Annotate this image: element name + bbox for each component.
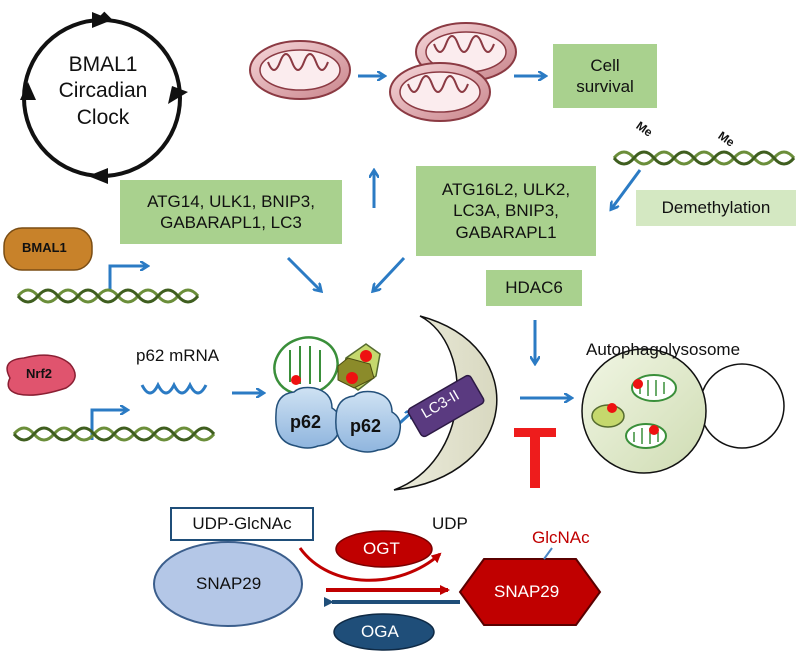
demethylation-box: Demethylation (636, 190, 796, 226)
mitochondria-pair (389, 22, 517, 122)
nrf2-protein-label: Nrf2 (26, 366, 53, 381)
cell-survival-line1: Cell (590, 55, 620, 75)
p62-right-shape (335, 390, 402, 453)
udp-glcnac-box: UDP-GlcNAc (170, 507, 314, 541)
clock-arrow-icon (20, 82, 36, 100)
snap29-right-label: SNAP29 (494, 582, 560, 601)
clock-arrow-icon (88, 168, 108, 184)
ogt-shape (335, 530, 433, 568)
autophagolysosome-label: Autophagolysosome (586, 340, 741, 359)
genes-right-box: ATG16L2, ULK2, LC3A, BNIP3, GABARAPL1 (416, 166, 596, 256)
dna-strand-methylated (612, 150, 796, 166)
snap29-left-label: SNAP29 (196, 574, 262, 593)
glcnac-label: GlcNAc (532, 528, 590, 547)
clock-arrow-icon (168, 86, 188, 104)
ubiquitin-icon (649, 425, 659, 435)
ubiquitin-icon (291, 375, 301, 385)
oga-label: OGA (361, 622, 399, 641)
dna-strand-nrf2 (12, 426, 216, 442)
dna-strand-bmal1 (16, 288, 200, 304)
autophagolysosome-shape (581, 348, 785, 474)
ubiquitin-icon (607, 403, 617, 413)
glcnac-cycle (153, 530, 602, 651)
clock-label: BMAL1 Circadian Clock (54, 52, 152, 131)
clock-arrow-icon (92, 11, 114, 28)
demethylation-label: Demethylation (661, 198, 771, 217)
arrow-icon (108, 266, 146, 290)
ogt-label: OGT (363, 539, 400, 558)
clock-label-line3: Clock (76, 105, 130, 129)
genes-right-line2: LC3A, BNIP3, (453, 201, 559, 221)
bmal1-protein-shape (3, 227, 93, 271)
ubiquitin-icon (360, 350, 372, 362)
arrow-icon (286, 256, 320, 290)
hdac6-label: HDAC6 (505, 278, 563, 297)
clock-label-line1: BMAL1 (68, 53, 138, 76)
arrows (90, 76, 642, 440)
genes-right-line3: GABARAPL1 (455, 222, 557, 242)
oga-shape (333, 613, 435, 651)
p62-left-label: p62 (290, 412, 322, 432)
ubiquitin-icon (633, 379, 643, 389)
genes-right-line1: ATG16L2, ULK2, (441, 180, 571, 200)
bmal1-protein-label: BMAL1 (22, 240, 67, 255)
genes-left-line2: GABARAPL1, LC3 (160, 213, 302, 232)
arrow-icon (612, 169, 642, 208)
nrf2-protein-shape (6, 354, 76, 396)
circadian-clock-ring (20, 11, 188, 184)
hdac6-box: HDAC6 (486, 270, 582, 306)
arrow-icon (374, 256, 406, 290)
phagophore-crescent (393, 315, 498, 491)
mitochondrion-single (249, 40, 351, 100)
genes-left-line1: ATG14, ULK1, BNIP3, (147, 191, 315, 211)
ubiquitin-icon (346, 372, 358, 384)
clock-label-line2: Circadian (58, 79, 148, 103)
cell-survival-line2: survival (576, 77, 634, 96)
lc3-tag (407, 374, 485, 438)
udp-glcnac-label: UDP-GlcNAc (192, 514, 292, 533)
snap29-right-shape (458, 558, 602, 626)
genes-left-box: ATG14, ULK1, BNIP3, GABARAPL1, LC3 (120, 180, 342, 244)
snap29-left-shape (153, 541, 303, 627)
mrna-wave (140, 381, 208, 395)
cell-survival-box: Cell survival (553, 44, 657, 108)
p62-mrna-label: p62 mRNA (136, 346, 220, 365)
udp-label: UDP (432, 514, 468, 533)
inhibition-symbol (514, 428, 556, 488)
cargo-mitochondria (273, 336, 381, 396)
p62-right-label: p62 (350, 416, 382, 436)
